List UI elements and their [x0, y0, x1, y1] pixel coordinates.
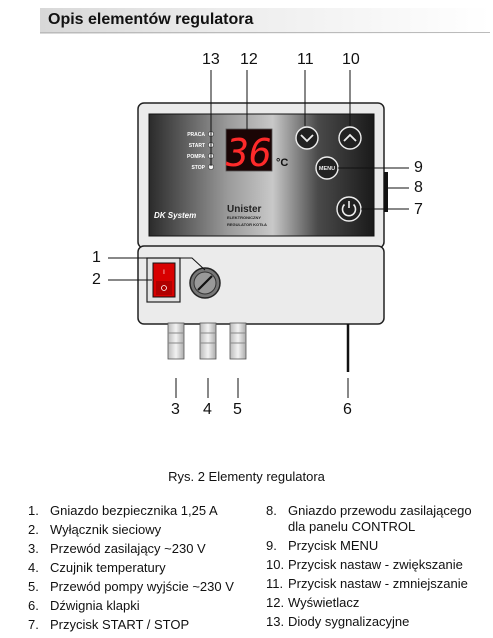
list-item: 11.Przycisk nastaw - zmniejszanie	[266, 576, 468, 591]
led-label-start: START	[189, 143, 205, 149]
callout-1: 1	[92, 249, 101, 266]
list-item: 4.Czujnik temperatury	[28, 560, 166, 575]
callout-12: 12	[240, 51, 258, 68]
chevron-down-icon	[300, 134, 314, 143]
callout-11: 11	[297, 51, 314, 68]
list-item: 3.Przewód zasilający ~230 V	[28, 541, 206, 556]
power-icon	[341, 203, 357, 217]
control-socket	[384, 172, 388, 212]
figure-caption: Rys. 2 Elementy regulatora	[168, 469, 325, 484]
button-start-stop[interactable]	[336, 196, 362, 222]
led-label-praca: PRACA	[187, 132, 205, 138]
callout-7: 7	[414, 201, 423, 218]
list-item: 10.Przycisk nastaw - zwiększanie	[266, 557, 463, 572]
display-value: 36	[225, 131, 272, 175]
list-item: 7.Przycisk START / STOP	[28, 617, 190, 632]
list-item: 8.Gniazdo przewodu zasilającego	[266, 503, 472, 518]
model-name: Unister	[227, 204, 262, 215]
cable-glands	[167, 322, 247, 360]
list-item: 13.Diody sygnalizacyjne	[266, 614, 410, 629]
list-item: dla panelu CONTROL	[288, 519, 416, 534]
model-sub1: ELEKTRONICZNY	[227, 215, 261, 220]
list-item: 2.Wyłącznik sieciowy	[28, 522, 162, 537]
button-down[interactable]	[295, 126, 319, 150]
list-item: 9.Przycisk MENU	[266, 538, 379, 553]
button-up[interactable]	[338, 126, 362, 150]
led-label-stop: STOP	[191, 165, 205, 171]
callout-4: 4	[203, 401, 212, 418]
button-menu[interactable]: MENU	[315, 156, 339, 180]
callout-13: 13	[202, 51, 220, 68]
list-item: 6.Dźwignia klapki	[28, 598, 140, 613]
section-header: Opis elementów regulatora	[40, 8, 490, 34]
callout-10: 10	[342, 51, 360, 68]
svg-text:I: I	[163, 270, 165, 276]
callout-5: 5	[233, 401, 242, 418]
header-rule	[40, 32, 490, 33]
callout-9: 9	[414, 159, 423, 176]
led-label-pompa: POMPA	[187, 154, 205, 160]
display-unit: °C	[276, 157, 288, 169]
list-item: 1.Gniazdo bezpiecznika 1,25 A	[28, 503, 218, 518]
list-item: 12.Wyświetlacz	[266, 595, 360, 610]
callout-3: 3	[171, 401, 180, 418]
callout-6: 6	[343, 401, 352, 418]
display-window	[225, 128, 273, 172]
chevron-up-icon	[343, 133, 357, 142]
list-item: 5.Przewód pompy wyjście ~230 V	[28, 579, 234, 594]
callout-2: 2	[92, 271, 101, 288]
regulator-diagram: PRACA START POMPA STOP 36 °C Unister ELE…	[108, 70, 409, 398]
menu-button-label: MENU	[319, 166, 335, 172]
brand-logo: DK System	[154, 211, 196, 220]
page-title: Opis elementów regulatora	[48, 11, 254, 28]
callout-8: 8	[414, 179, 423, 196]
model-sub2: REGULATOR KOTŁA	[227, 222, 267, 227]
